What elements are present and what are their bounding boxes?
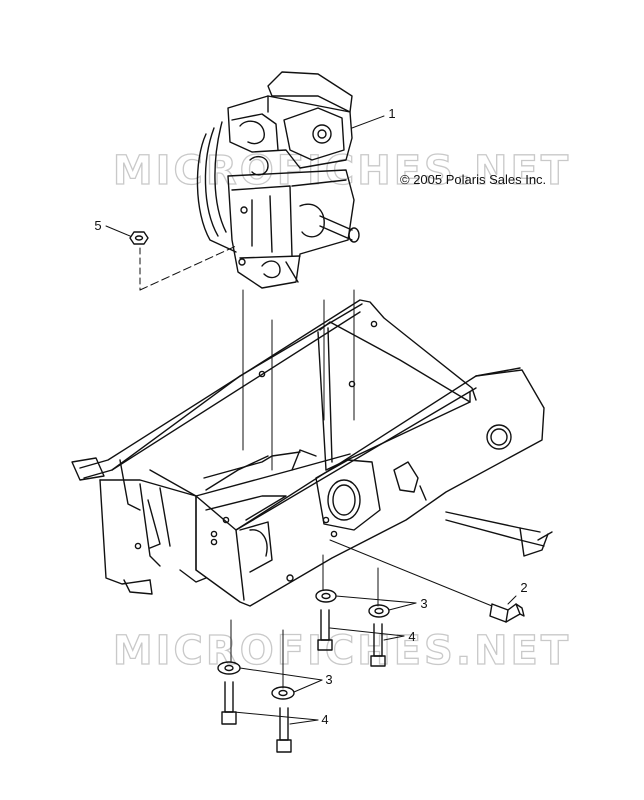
callout-4-upper: 4 [408,629,416,644]
leader-lines [105,115,517,725]
callout-3-lower: 3 [325,672,333,687]
callout-5: 5 [94,218,102,233]
bolt-upper-left [317,609,333,651]
bolt-lower-right [276,707,292,753]
copyright-notice: © 2005 Polaris Sales Inc. [400,172,547,187]
nut-part [129,231,149,245]
callout-1: 1 [388,106,396,121]
assembly-lines [139,245,493,689]
washer-lower-right [271,686,295,700]
watermark-top: MICROFICHES.NET [112,147,572,194]
engine-part [196,71,360,289]
washer-upper-right [368,604,390,618]
bolt-upper-right [370,623,386,667]
callout-3-upper: 3 [420,596,428,611]
callout-4-lower: 4 [321,712,329,727]
bolt-lower-left [221,681,237,725]
washer-upper-left [315,589,337,603]
washer-lower-left [217,661,241,675]
callout-2: 2 [520,580,528,595]
watermark-bottom: MICROFICHES.NET [112,627,572,674]
bolt-part [489,603,525,623]
frame-part [71,299,553,607]
